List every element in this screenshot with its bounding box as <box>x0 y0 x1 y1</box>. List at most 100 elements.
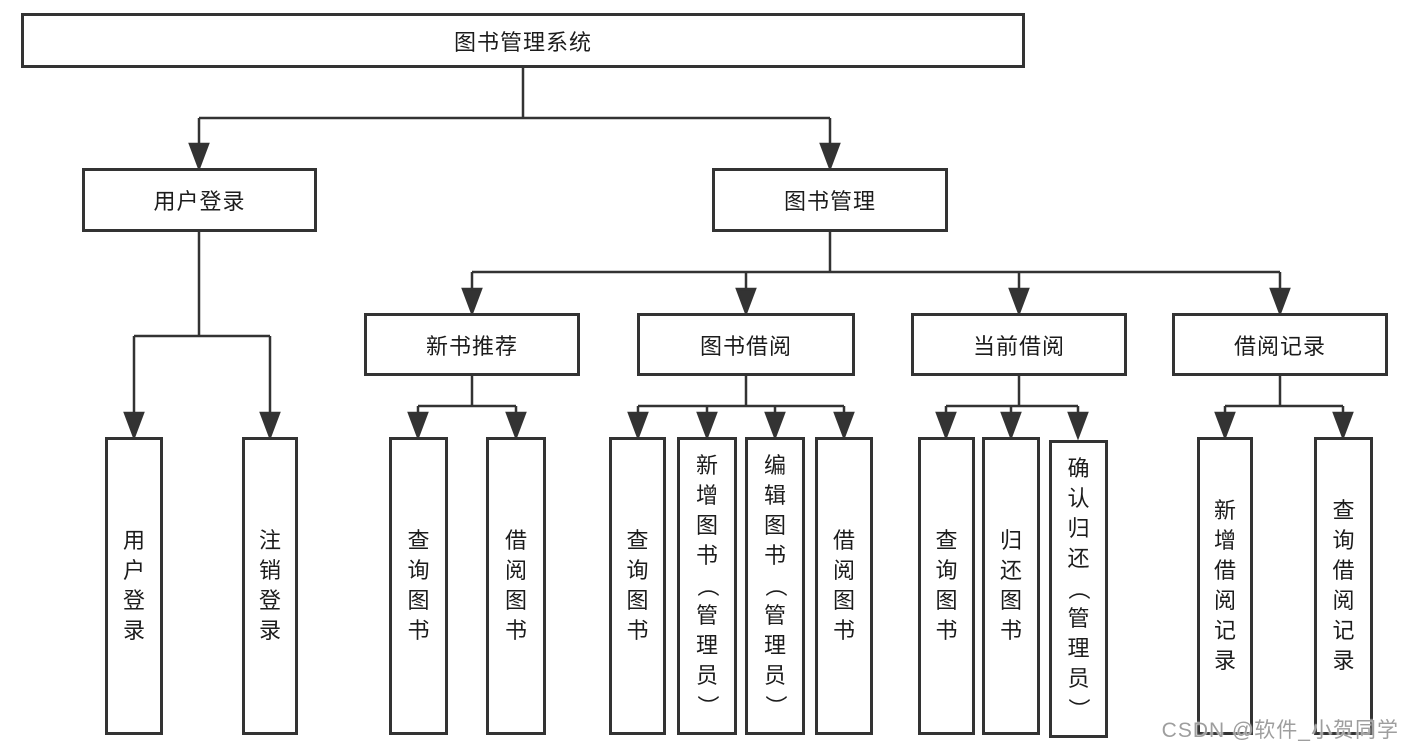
glyph: 图 <box>504 588 527 613</box>
node-user-login-label: 用户登录 <box>153 189 246 214</box>
node-new-book-recommend-label: 新书推荐 <box>425 333 518 359</box>
glyph: 阅 <box>832 558 855 583</box>
glyph: 登 <box>258 588 281 613</box>
glyph: 员 <box>1067 666 1090 691</box>
glyph: 录 <box>1213 648 1236 673</box>
node-current-borrowing-label: 当前借阅 <box>972 333 1065 359</box>
glyph: 归 <box>1067 516 1090 541</box>
glyph: 户 <box>122 558 145 583</box>
node-book-management: 图书管理 <box>712 168 948 232</box>
glyph: 录 <box>122 618 145 643</box>
glyph: 理 <box>763 633 786 658</box>
connector-book-management-children <box>461 232 1291 317</box>
node-confirm-return-admin-label: 确认归还（管理员） <box>1066 454 1091 724</box>
glyph: 记 <box>1332 618 1355 643</box>
glyph: 录 <box>258 618 281 643</box>
glyph: ） <box>1066 697 1092 721</box>
node-query-books-3-label: 查询图书 <box>935 526 957 646</box>
glyph: 阅 <box>1213 588 1236 613</box>
glyph: 图 <box>407 588 430 613</box>
node-logout-label: 注销登录 <box>259 526 281 646</box>
glyph: 图 <box>695 513 718 538</box>
glyph: 编 <box>763 453 786 478</box>
connector-borrow-record-children <box>1214 376 1354 441</box>
node-query-books-3: 查询图书 <box>918 437 975 735</box>
node-query-borrow-record: 查询借阅记录 <box>1314 437 1373 735</box>
glyph: 书 <box>999 618 1022 643</box>
node-user-login-leaf: 用户登录 <box>105 437 163 735</box>
glyph: 注 <box>258 528 281 553</box>
glyph: 理 <box>695 633 718 658</box>
glyph: （ <box>762 574 788 598</box>
glyph: 员 <box>763 663 786 688</box>
glyph: 查 <box>935 528 958 553</box>
glyph: 图 <box>832 588 855 613</box>
glyph: 管 <box>763 603 786 628</box>
glyph: 还 <box>999 558 1022 583</box>
glyph: 图 <box>763 513 786 538</box>
node-borrow-books-2: 借阅图书 <box>815 437 873 735</box>
node-edit-book-admin: 编辑图书（管理员） <box>745 437 805 735</box>
node-new-book-recommend: 新书推荐 <box>364 313 580 376</box>
glyph: 增 <box>1213 528 1236 553</box>
glyph: 书 <box>832 618 855 643</box>
glyph: 还 <box>1067 546 1090 571</box>
glyph: ） <box>694 694 720 718</box>
glyph: 阅 <box>504 558 527 583</box>
node-add-book-admin: 新增图书（管理员） <box>677 437 737 735</box>
node-query-borrow-record-label: 查询借阅记录 <box>1332 496 1354 676</box>
node-borrow-records: 借阅记录 <box>1172 313 1388 376</box>
connector-book-borrow-children <box>627 376 855 441</box>
glyph: 增 <box>695 483 718 508</box>
glyph: （ <box>1066 577 1092 601</box>
node-borrow-books-2-label: 借阅图书 <box>833 526 855 646</box>
glyph: 询 <box>935 558 958 583</box>
glyph: 询 <box>1332 528 1355 553</box>
csdn-watermark: CSDN @软件_小贺同学 <box>1161 719 1399 742</box>
connector-current-borrow-children <box>935 376 1089 441</box>
glyph: 书 <box>626 618 649 643</box>
connector-new-book-children <box>407 376 527 441</box>
glyph: 图 <box>935 588 958 613</box>
node-query-books-2: 查询图书 <box>609 437 666 735</box>
glyph: 借 <box>1332 558 1355 583</box>
glyph: （ <box>694 574 720 598</box>
node-confirm-return-admin: 确认归还（管理员） <box>1049 440 1108 738</box>
connector-user-login-children <box>123 232 281 441</box>
glyph: 查 <box>626 528 649 553</box>
node-book-borrowing-label: 图书借阅 <box>699 333 792 359</box>
node-book-borrowing: 图书借阅 <box>637 313 855 376</box>
glyph: 图 <box>626 588 649 613</box>
node-user-login: 用户登录 <box>82 168 317 232</box>
glyph: 记 <box>1213 618 1236 643</box>
node-borrow-records-label: 借阅记录 <box>1233 333 1326 359</box>
node-user-login-leaf-label: 用户登录 <box>123 526 145 646</box>
node-query-books-1-label: 查询图书 <box>407 526 429 646</box>
glyph: 图 <box>999 588 1022 613</box>
glyph: 登 <box>122 588 145 613</box>
glyph: 管 <box>1067 606 1090 631</box>
glyph: 确 <box>1067 456 1090 481</box>
glyph: 认 <box>1067 486 1090 511</box>
node-add-borrow-record: 新增借阅记录 <box>1197 437 1253 735</box>
glyph: 查 <box>407 528 430 553</box>
glyph: 询 <box>407 558 430 583</box>
node-current-borrowing: 当前借阅 <box>911 313 1127 376</box>
glyph: 员 <box>695 663 718 688</box>
node-query-books-1: 查询图书 <box>389 437 448 735</box>
node-edit-book-admin-label: 编辑图书（管理员） <box>763 451 788 721</box>
glyph: 新 <box>1213 498 1236 523</box>
glyph: 销 <box>258 558 281 583</box>
glyph: 书 <box>935 618 958 643</box>
node-root: 图书管理系统 <box>21 13 1025 68</box>
glyph: 询 <box>626 558 649 583</box>
node-logout: 注销登录 <box>242 437 298 735</box>
glyph: 管 <box>695 603 718 628</box>
node-book-management-label: 图书管理 <box>783 189 876 214</box>
connector-root-to-level2 <box>188 68 841 172</box>
glyph: 用 <box>122 528 145 553</box>
node-add-book-admin-label: 新增图书（管理员） <box>695 451 720 721</box>
glyph: 书 <box>407 618 430 643</box>
glyph: 借 <box>832 528 855 553</box>
